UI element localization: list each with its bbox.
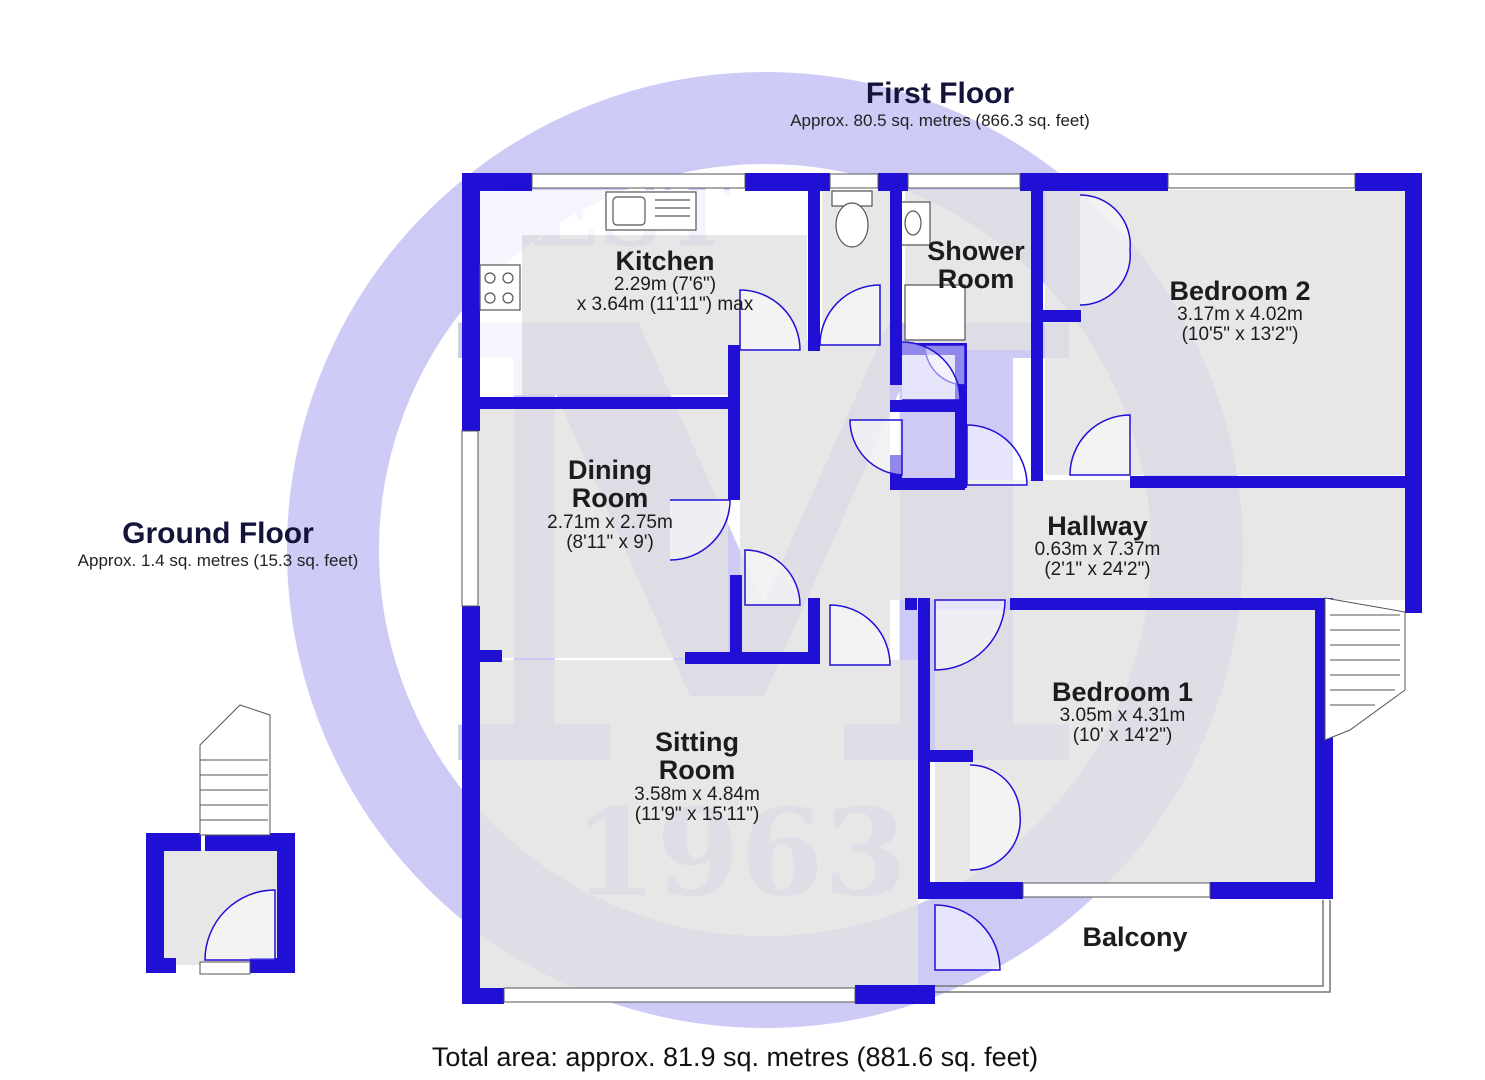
first-floor-heading: First Floor Approx. 80.5 sq. metres (866… — [740, 78, 1140, 129]
hallway-dim2: (2'1" x 24'2") — [1044, 559, 1151, 581]
sitting-dim2: (11'9" x 15'11") — [634, 803, 760, 825]
bedroom2-dim2: (10'5" x 13'2") — [1181, 324, 1299, 346]
sitting-room-label: Sitting Room 3.58m x 4.84m (11'9" x 15'1… — [597, 728, 797, 825]
first-floor-area: Approx. 80.5 sq. metres (866.3 sq. feet) — [790, 110, 1090, 130]
fixtures — [479, 190, 966, 341]
cupboard-door-icon — [901, 341, 961, 401]
wc-door-icon — [819, 284, 881, 346]
ground-door-icon — [204, 889, 276, 961]
dining-door-icon — [669, 499, 731, 561]
hall-door-icon — [966, 424, 1028, 486]
dining-dim1: 2.71m x 2.75m — [547, 511, 673, 533]
shower-name-line1: Shower — [927, 236, 1025, 266]
windows — [461, 173, 1356, 1003]
bedroom1-door-icon — [934, 599, 1006, 671]
sitting-dim1: 3.58m x 4.84m — [634, 783, 760, 805]
cupboard2-door-icon — [849, 419, 903, 476]
first-floor-floors — [478, 190, 1410, 990]
bedroom1-dim2: (10' x 14'2") — [1072, 725, 1173, 747]
bedroom2-dim1: 3.17m x 4.02m — [1177, 304, 1303, 326]
first-floor-title: First Floor — [865, 77, 1015, 110]
ground-floor-title: Ground Floor — [122, 517, 314, 550]
bedroom1-wardrobe-icon — [969, 764, 1021, 871]
kitchen-dim2: x 3.64m (11'11") max — [576, 294, 754, 316]
kitchen-door-icon — [739, 289, 801, 351]
balcony-label: Balcony — [1055, 922, 1215, 952]
shower-name-line2: Room — [937, 264, 1015, 295]
store-door-icon — [744, 549, 801, 606]
ground-floor-area: Approx. 1.4 sq. metres (15.3 sq. feet) — [77, 550, 359, 570]
kitchen-name: Kitchen — [615, 246, 715, 276]
shower-room-label: Shower Room — [906, 237, 1046, 294]
balcony-door-icon — [934, 904, 1001, 971]
dining-room-label: Dining Room 2.71m x 2.75m (8'11" x 9') — [510, 456, 710, 553]
sitting-name-line1: Sitting — [655, 727, 739, 757]
balcony-name: Balcony — [1082, 922, 1188, 952]
ground-floor-heading: Ground Floor Approx. 1.4 sq. metres (15.… — [18, 518, 418, 569]
balcony-outline — [935, 900, 1331, 993]
bedroom1-name: Bedroom 1 — [1051, 677, 1194, 707]
total-area: Total area: approx. 81.9 sq. metres (881… — [431, 1042, 1039, 1072]
first-floor-stairs-icon — [1324, 597, 1406, 741]
bedroom1-dim1: 3.05m x 4.31m — [1059, 705, 1186, 727]
kitchen-label: Kitchen 2.29m (7'6") x 3.64m (11'11") ma… — [540, 247, 790, 315]
sitting-door-icon — [829, 604, 891, 666]
bedroom2-name: Bedroom 2 — [1169, 276, 1311, 306]
doors — [669, 194, 1131, 971]
hallway-dim1: 0.63m x 7.37m — [1034, 539, 1161, 561]
ground-floor-stairs-icon — [199, 704, 271, 836]
bedroom2-door-icon — [1069, 414, 1131, 476]
sitting-name-line2: Room — [658, 755, 736, 786]
wardrobe-door-icon — [1079, 194, 1131, 306]
dining-dim2: (8'11" x 9') — [566, 531, 654, 553]
kitchen-dim1: 2.29m (7'6") — [613, 274, 717, 296]
hallway-name: Hallway — [1047, 511, 1148, 541]
dining-name-line2: Room — [571, 483, 649, 514]
dining-name-line1: Dining — [568, 455, 652, 485]
hob-icon — [479, 264, 521, 311]
shower-tray-icon — [904, 284, 966, 341]
bedroom1-label: Bedroom 1 3.05m x 4.31m (10' x 14'2") — [1020, 678, 1225, 746]
ground-floor-plan — [146, 704, 295, 975]
hallway-label: Hallway 0.63m x 7.37m (2'1" x 24'2") — [1000, 512, 1195, 580]
bedroom2-label: Bedroom 2 3.17m x 4.02m (10'5" x 13'2") — [1120, 277, 1360, 345]
